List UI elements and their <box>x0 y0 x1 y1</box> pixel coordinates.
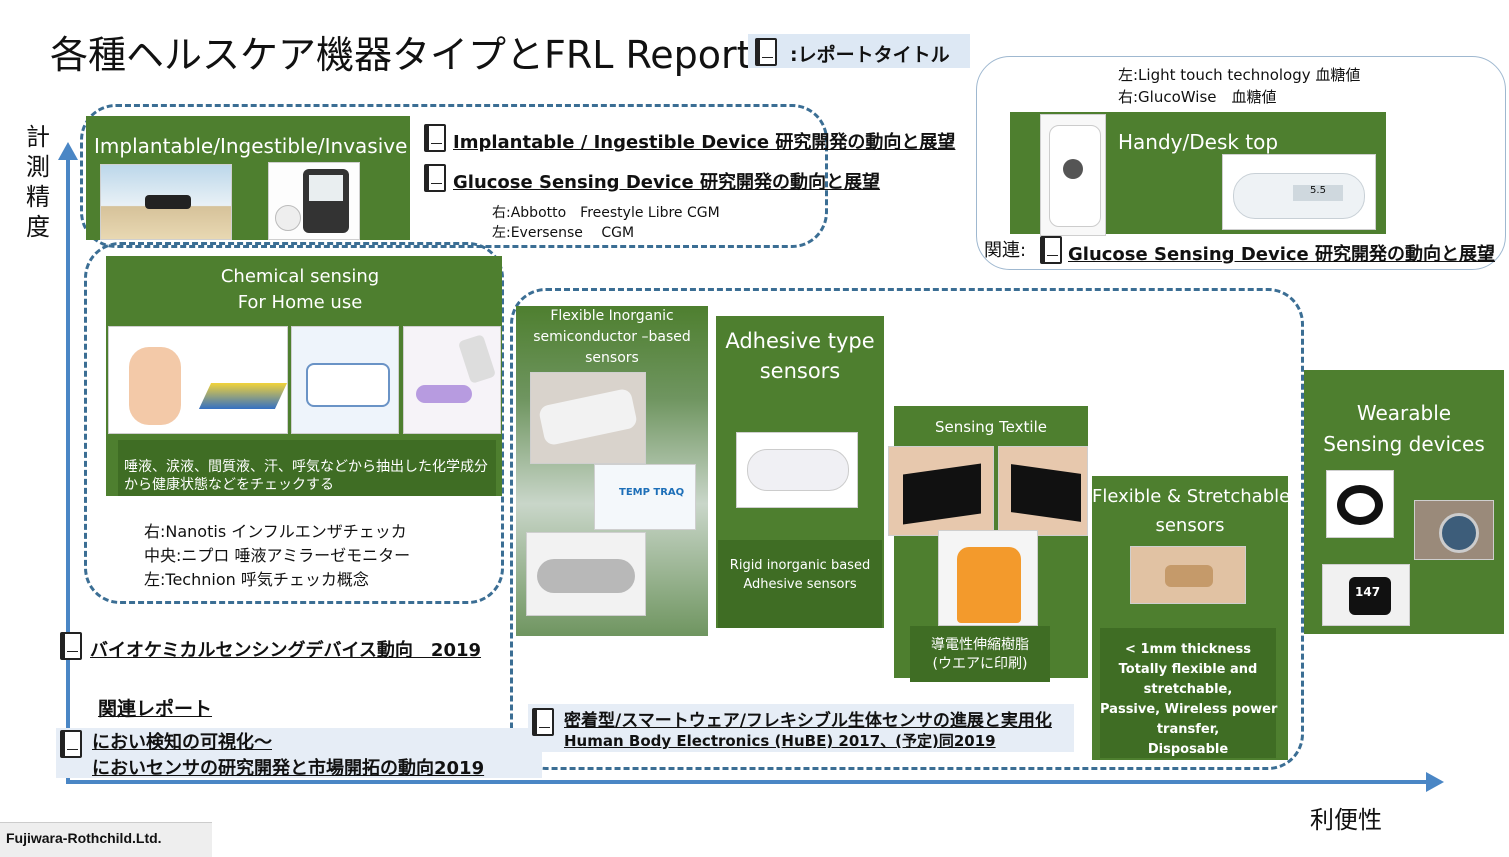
handy-group <box>976 56 1506 270</box>
implantable-header: Implantable/Ingestible/Invasive <box>94 134 408 158</box>
related-reports-label: 関連レポート <box>98 698 213 720</box>
eversense-sensor-image <box>100 164 232 240</box>
chemical-description: 唾液、涙液、間質液、汗、呼気などから抽出した化学成分から健康状態などをチェックす… <box>124 459 488 493</box>
report-link-odor[interactable]: におい検知の可視化～ においセンサの研究開発と市場開拓の動向2019 <box>92 732 485 779</box>
handy-header: Handy/Desk top <box>1118 130 1279 154</box>
adhesive-sub-box <box>718 540 882 628</box>
y-axis-label: 計 測 精 度 <box>26 123 50 241</box>
wrist-device-image <box>1414 500 1494 560</box>
temptraq-patch-image: TEMP TRAQ <box>594 464 696 530</box>
textile-sub-box <box>910 626 1050 682</box>
flexible-patch-image <box>530 372 646 464</box>
legend-box <box>748 34 970 68</box>
report-link-glucose[interactable]: Glucose Sensing Device 研究開発の動向と展望 <box>453 172 881 193</box>
printed-wear-image <box>938 530 1038 626</box>
implantable-caption: 右:Abbotto Freestyle Libre CGM 左:Eversens… <box>492 205 720 241</box>
textile-arm-image-left <box>888 446 994 536</box>
x-axis-label: 利便性 <box>1310 806 1382 834</box>
flexible-group <box>510 288 1304 770</box>
freestyle-libre-image <box>268 162 360 240</box>
hube-report-highlight <box>528 704 1074 752</box>
stretchable-sub-box <box>1100 628 1276 758</box>
report-book-icon <box>532 708 554 736</box>
implant-device-shape <box>145 195 191 209</box>
textile-sub: 導電性伸縮樹脂 (ウエアに印刷) <box>931 637 1029 672</box>
report-link-glucose-related[interactable]: Glucose Sensing Device 研究開発の動向と展望 <box>1068 244 1496 265</box>
handy-related-prefix: 関連: <box>984 240 1027 261</box>
handy-caption: 左:Light touch technology 血糖値 右:GlucoWise… <box>1118 66 1361 106</box>
stretchable-header: Flexible & Stretchable sensors <box>1092 486 1291 536</box>
textile-header: Sensing Textile <box>935 418 1047 436</box>
page-title: 各種ヘルスケア機器タイプとFRL Report <box>50 33 752 77</box>
chemical-description-box <box>118 440 496 496</box>
report-book-icon <box>424 164 446 192</box>
sport-watch-image: 147 <box>1322 564 1410 626</box>
odor-report-highlight <box>56 728 542 778</box>
report-link-hube-subtitle[interactable]: Human Body Electronics (HuBE) 2017、(予定)同… <box>564 732 996 750</box>
nipro-amylase-monitor <box>291 326 399 434</box>
stretchable-sensor-image <box>1130 546 1246 604</box>
nanotis-checker-image <box>403 326 501 434</box>
adhesive-header: Adhesive type sensors <box>725 329 875 383</box>
technion-breath-diagram <box>108 326 288 434</box>
peanut-sensor-image <box>526 532 646 616</box>
textile-arm-image-right <box>998 446 1088 536</box>
report-book-icon <box>424 124 446 152</box>
report-book-icon <box>755 38 777 66</box>
implantable-group <box>80 104 828 248</box>
fitness-band-image <box>1326 470 1394 538</box>
flexible-inorganic-header: Flexible Inorganic semiconductor –based … <box>533 308 691 366</box>
wearable-header: Wearable Sensing devices <box>1323 401 1485 456</box>
chemical-header: Chemical sensing For Home use <box>220 266 380 313</box>
report-book-icon <box>60 730 82 758</box>
y-axis-arrow <box>58 142 78 160</box>
footer-company: Fujiwara-Rothchild.Ltd. <box>6 830 162 846</box>
x-axis-arrow <box>1426 772 1444 792</box>
temptraq-label: TEMP TRAQ <box>619 487 685 498</box>
report-link-hube[interactable]: 密着型/スマートウェア/フレキシブル生体センサの進展と実用化 <box>564 711 1052 731</box>
chemical-caption: 右:Nanotis インフルエンザチェッカ 中央:ニプロ 唾液アミラーゼモニター… <box>144 522 411 589</box>
report-link-biochemical[interactable]: バイオケミカルセンシングデバイス動向 2019 <box>90 640 482 661</box>
sport-watch-value: 147 <box>1355 585 1381 599</box>
libre-reader-shape <box>303 169 349 233</box>
report-book-icon <box>60 632 82 660</box>
report-book-icon <box>1040 236 1062 264</box>
legend-label: :レポートタイトル <box>790 44 950 66</box>
chemical-group <box>84 242 504 604</box>
footer-box <box>0 822 212 857</box>
glucowise-device-image: 5.5 <box>1222 154 1376 230</box>
libre-sensor-shape <box>275 205 301 231</box>
stretchable-sub: < 1mm thickness Totally flexible and str… <box>1100 642 1278 757</box>
adhesive-sub: Rigid inorganic based Adhesive sensors <box>729 558 871 592</box>
light-touch-device-image <box>1040 114 1106 236</box>
adhesive-sensor-image <box>736 432 858 508</box>
report-link-implantable[interactable]: Implantable / Ingestible Device 研究開発の動向と… <box>453 132 956 153</box>
